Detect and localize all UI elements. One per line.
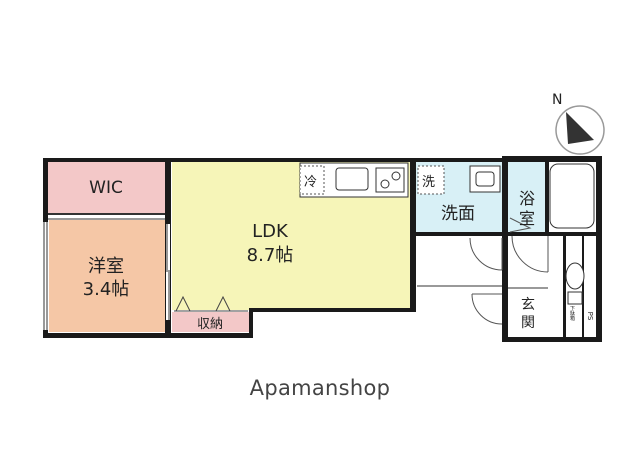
brand-logo-text: Apamanshop xyxy=(249,376,391,400)
compass-needle-icon xyxy=(566,112,594,144)
wash-basin-icon xyxy=(469,165,501,193)
bedroom-size: 3.4帖 xyxy=(83,279,130,300)
toilet-icon xyxy=(565,262,585,305)
ldk-size: 8.7帖 xyxy=(247,245,294,266)
wic-label: WIC xyxy=(89,178,123,198)
storage-doors xyxy=(174,295,248,312)
storage-label: 収納 xyxy=(197,317,223,332)
bath-label-1: 浴 xyxy=(519,189,535,208)
entrance-label-2: 関 xyxy=(521,315,535,331)
walls xyxy=(43,156,602,342)
bedroom-room xyxy=(49,220,165,332)
bedroom-sliding-door xyxy=(166,224,170,320)
washroom-label: 洗面 xyxy=(441,204,475,224)
entrance-label-1: 玄 xyxy=(521,296,535,313)
bathtub-icon xyxy=(549,163,595,229)
ldk-name: LDK xyxy=(252,221,289,242)
fridge-space xyxy=(299,165,325,195)
wic-divider xyxy=(48,213,165,220)
north-label: N xyxy=(552,92,562,108)
bedroom-window xyxy=(43,222,48,330)
bath-label-2: 室 xyxy=(519,209,535,228)
stove-icon xyxy=(375,167,405,193)
storage-room xyxy=(172,312,250,332)
bedroom-name: 洋室 xyxy=(88,256,124,277)
washer-space xyxy=(417,165,445,195)
washer-label: 洗 xyxy=(422,175,435,190)
sink-icon xyxy=(335,167,369,191)
compass: N xyxy=(552,92,605,155)
shoe-box-label: 下駄箱 xyxy=(569,306,575,322)
fridge-label: 冷 xyxy=(304,175,317,190)
wic-room xyxy=(47,162,165,214)
ps-label: PS xyxy=(586,312,594,321)
doors xyxy=(417,217,549,325)
bath-label-area xyxy=(508,162,546,234)
